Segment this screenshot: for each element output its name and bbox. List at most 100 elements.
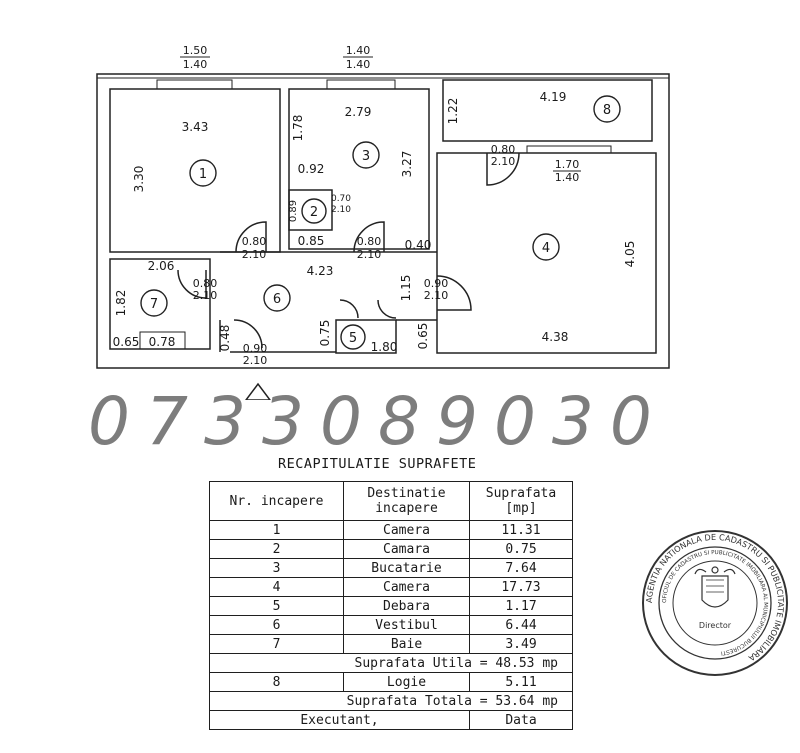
data-cell: Data — [469, 710, 573, 730]
dim-room4-width: 4.38 — [542, 330, 569, 344]
room-6-label: 6 — [273, 292, 281, 307]
cell-sup: 3.49 — [469, 634, 573, 654]
room-4-label: 4 — [542, 241, 550, 256]
cell-sup: 11.31 — [469, 520, 573, 540]
room-5-label: 5 — [349, 331, 357, 346]
dim-room7-a: 0.65 — [113, 335, 140, 349]
table-header-row: Nr. incapere Destinatie incapere Suprafa… — [209, 481, 573, 521]
dim-door-210-f: 2.10 — [243, 354, 268, 367]
cell-nr: 7 — [209, 634, 344, 654]
dim-door-080-d: 0.80 — [193, 277, 218, 290]
floor-plan: 1 2 3 4 5 6 7 8 1.50 1.40 1.40 1.40 3.43… — [96, 44, 670, 400]
dim-door-080-a: 0.80 — [491, 143, 516, 156]
dim-door-080-c: 0.80 — [357, 235, 382, 248]
recap-title: RECAPITULATIE SUPRAFETE — [278, 456, 477, 472]
cell-nr: 8 — [209, 672, 344, 692]
util-row: Suprafata Utila = 48.53 mp — [209, 653, 573, 673]
cell-sup: 17.73 — [469, 577, 573, 597]
cell-sup: 5.11 — [469, 672, 573, 692]
top-dim-2a: 1.40 — [346, 44, 371, 57]
dim-room8-width: 4.19 — [540, 90, 567, 104]
dim-room2-height: 0.89 — [288, 200, 299, 222]
dim-door-090-a: 0.90 — [243, 342, 268, 355]
dim-door-080-b: 0.80 — [242, 235, 267, 248]
cell-sup: 1.17 — [469, 596, 573, 616]
total-row: Suprafata Totala = 53.64 mp — [209, 691, 573, 711]
dim-room2-width: 0.85 — [298, 234, 325, 248]
stamp-role: Director — [699, 621, 732, 630]
cell-dest: Vestibul — [343, 615, 470, 635]
executant-cell: Executant, — [209, 710, 470, 730]
dim-room3-width: 2.79 — [345, 105, 372, 119]
dim-040: 0.40 — [405, 238, 432, 252]
cell-dest: Camera — [343, 577, 470, 597]
dim-room3-inner: 0.92 — [298, 162, 325, 176]
cell-dest: Debara — [343, 596, 470, 616]
phone-watermark: 0733089030 — [88, 383, 668, 460]
cell-dest: Bucatarie — [343, 558, 470, 578]
dim-room1-width: 3.43 — [182, 120, 209, 134]
dim-room6-width: 4.23 — [307, 264, 334, 278]
cell-nr: 2 — [209, 539, 344, 559]
dim-room8-height: 1.22 — [446, 98, 460, 125]
header-nr: Nr. incapere — [209, 481, 344, 521]
cell-nr: 4 — [209, 577, 344, 597]
surface-table: Nr. incapere Destinatie incapere Suprafa… — [209, 481, 573, 730]
top-dim-1b: 1.40 — [183, 58, 208, 71]
dim-room3-left: 1.78 — [291, 115, 305, 142]
dim-door-070: 0.70 — [331, 194, 351, 204]
dim-115: 1.15 — [399, 275, 413, 302]
room-8-label: 8 — [603, 103, 611, 118]
dim-door-210-e: 2.10 — [193, 289, 218, 302]
cell-sup: 0.75 — [469, 539, 573, 559]
cell-dest: Baie — [343, 634, 470, 654]
coat-of-arms-icon — [694, 566, 736, 608]
dim-room4-height: 4.05 — [623, 241, 637, 268]
stamp-inner-text: OFICIUL DE CADASTRU SI PUBLICITATE IMOBI… — [662, 550, 768, 656]
dim-048: 0.48 — [218, 325, 232, 352]
cell-dest: Camera — [343, 520, 470, 540]
dim-075: 0.75 — [318, 320, 332, 347]
grand-total: Suprafata Totala = 53.64 mp — [209, 691, 573, 711]
dim-door-210-c: 2.10 — [242, 248, 267, 261]
executant-row: Executant,Data — [209, 710, 573, 730]
top-dim-1a: 1.50 — [183, 44, 208, 57]
util-total: Suprafata Utila = 48.53 mp — [209, 653, 573, 673]
dim-065: 0.65 — [416, 323, 430, 350]
dim-door-210-g: 2.10 — [424, 289, 449, 302]
cell-nr: 5 — [209, 596, 344, 616]
cell-nr: 3 — [209, 558, 344, 578]
header-suprafata: Suprafata [mp] — [469, 481, 573, 521]
cell-sup: 6.44 — [469, 615, 573, 635]
dim-room7-width: 2.06 — [148, 259, 175, 273]
room-7-label: 7 — [150, 297, 158, 312]
dim-room1-height: 3.30 — [132, 166, 146, 193]
cell-dest: Logie — [343, 672, 470, 692]
dim-window-170: 1.70 — [555, 158, 580, 171]
dim-room7-height: 1.82 — [114, 290, 128, 317]
dim-room3-right: 3.27 — [400, 151, 414, 178]
cell-sup: 7.64 — [469, 558, 573, 578]
dim-door-210-b: 2.10 — [331, 205, 351, 215]
dim-door-210-d: 2.10 — [357, 248, 382, 261]
top-dim-2b: 1.40 — [346, 58, 371, 71]
dim-door-210-a: 2.10 — [491, 155, 516, 168]
room-1-label: 1 — [199, 167, 207, 182]
room-2-label: 2 — [310, 205, 318, 220]
cadastre-stamp: AGENTIA NATIONALA DE CADASTRU SI PUBLICI… — [642, 530, 788, 676]
cell-nr: 6 — [209, 615, 344, 635]
dim-door-090-b: 0.90 — [424, 277, 449, 290]
dim-window-140: 1.40 — [555, 171, 580, 184]
room-3-label: 3 — [362, 149, 370, 164]
svg-text:OFICIUL DE CADASTRU SI PUBLICI: OFICIUL DE CADASTRU SI PUBLICITATE IMOBI… — [662, 550, 768, 656]
dim-room5-width: 1.80 — [371, 340, 398, 354]
cell-nr: 1 — [209, 520, 344, 540]
